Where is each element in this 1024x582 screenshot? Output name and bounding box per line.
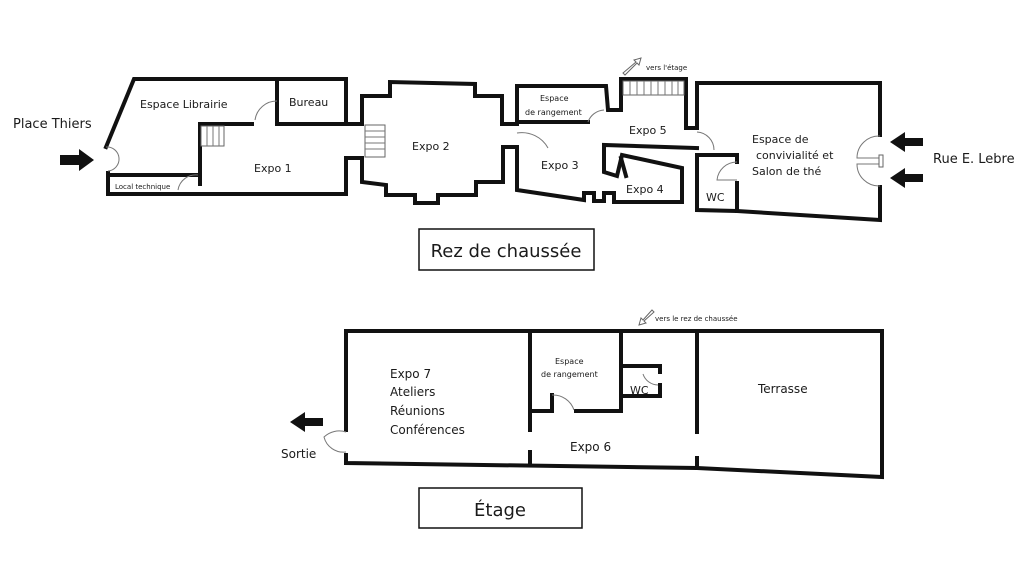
- room-rangement-2: de rangement: [525, 108, 582, 117]
- room-wc-upper: WC: [630, 384, 649, 397]
- room-wc-ground: WC: [706, 191, 725, 204]
- wall-expo4-inner: [618, 155, 629, 179]
- door-sortie[interactable]: [323, 430, 347, 453]
- wall-librairie-expo1: [103, 77, 364, 150]
- arrow-left-icon-bottom: [890, 168, 923, 188]
- room-rangement-1: Espace: [540, 94, 569, 103]
- door-wc[interactable]: [716, 161, 738, 181]
- door-rangement[interactable]: [587, 109, 605, 123]
- wall-rangement-upper-b: [574, 329, 623, 413]
- wall-expo1-bottom: [106, 156, 364, 196]
- room-convivialite-3: Salon de thé: [752, 165, 822, 178]
- exit-arrow-icon: [290, 412, 323, 432]
- wall-expo2-bottom: [360, 145, 519, 205]
- room-expo7-1: Expo 7: [390, 367, 431, 381]
- upper-floor-title-box: [418, 487, 583, 529]
- wall-inner-librairie: [198, 122, 254, 186]
- room-expo4: Expo 4: [626, 183, 664, 196]
- door-rue-lebre-bottom[interactable]: [856, 163, 881, 187]
- room-expo7-3: Réunions: [390, 404, 445, 418]
- ground-floor-title-box: [418, 228, 595, 271]
- wall-wc-upper: [619, 364, 662, 374]
- room-expo7-2: Ateliers: [390, 385, 435, 399]
- room-bureau: Bureau: [289, 96, 328, 109]
- wall-upper-outer: [344, 329, 884, 480]
- door-expo3[interactable]: [516, 132, 549, 149]
- room-expo5: Expo 5: [629, 124, 667, 137]
- arrow-down-left-icon: [638, 309, 655, 326]
- arrow-right-icon: [60, 149, 94, 171]
- stairs-up-label: vers l'étage: [646, 64, 687, 72]
- ground-floor-title: Rez de chaussée: [431, 241, 582, 262]
- door-bureau[interactable]: [254, 100, 278, 121]
- room-rangement-upper-1: Espace: [555, 357, 584, 366]
- wall-rangement: [515, 77, 699, 130]
- door-threshold: [878, 154, 884, 168]
- room-expo1: Expo 1: [254, 162, 292, 175]
- wall-expo2: [360, 79, 519, 126]
- wall-bureau: [275, 77, 348, 126]
- wall-salon: [695, 81, 882, 137]
- door-expo5-salon[interactable]: [696, 131, 715, 151]
- ground-floor: vers l'étage Espace Librairie Bureau Exp…: [13, 57, 1015, 271]
- stairs-expo2: [364, 124, 386, 158]
- upper-floor: vers le rez de chaussée Expo 7 Ateliers …: [281, 309, 884, 529]
- room-terrasse: Terrasse: [757, 382, 808, 396]
- door-local-technique[interactable]: [177, 174, 199, 191]
- stairs-down-label: vers le rez de chaussée: [655, 315, 738, 323]
- door-rue-lebre-top[interactable]: [856, 135, 881, 159]
- room-rangement-upper-2: de rangement: [541, 370, 598, 379]
- room-expo3: Expo 3: [541, 159, 579, 172]
- door-rangement-upper[interactable]: [551, 394, 575, 411]
- stairs-expo1: [200, 125, 225, 147]
- upper-floor-title: Étage: [474, 499, 526, 521]
- room-expo7-4: Conférences: [390, 423, 465, 437]
- room-local-technique: Local technique: [115, 183, 170, 191]
- room-convivialite-1: Espace de: [752, 133, 809, 146]
- entrance-rue-lebre-label: Rue E. Lebre: [933, 152, 1015, 167]
- room-expo2: Expo 2: [412, 140, 450, 153]
- wall-rangement-upper: [528, 393, 554, 413]
- arrow-up-right-icon: [622, 57, 642, 76]
- wall-expo3: [515, 142, 700, 204]
- room-expo6: Expo 6: [570, 440, 611, 454]
- exit-label: Sortie: [281, 447, 316, 461]
- door-place-thiers[interactable]: [105, 146, 120, 172]
- room-librairie: Espace Librairie: [140, 98, 228, 111]
- wall-wc-upper-b: [619, 383, 662, 398]
- door-wc-upper[interactable]: [642, 373, 659, 386]
- arrow-left-icon-top: [890, 132, 923, 152]
- room-convivialite-2: convivialité et: [756, 149, 834, 162]
- stairs-to-upper[interactable]: [622, 80, 685, 96]
- wall-salon-bottom: [695, 153, 882, 223]
- entrance-place-thiers-label: Place Thiers: [13, 117, 92, 132]
